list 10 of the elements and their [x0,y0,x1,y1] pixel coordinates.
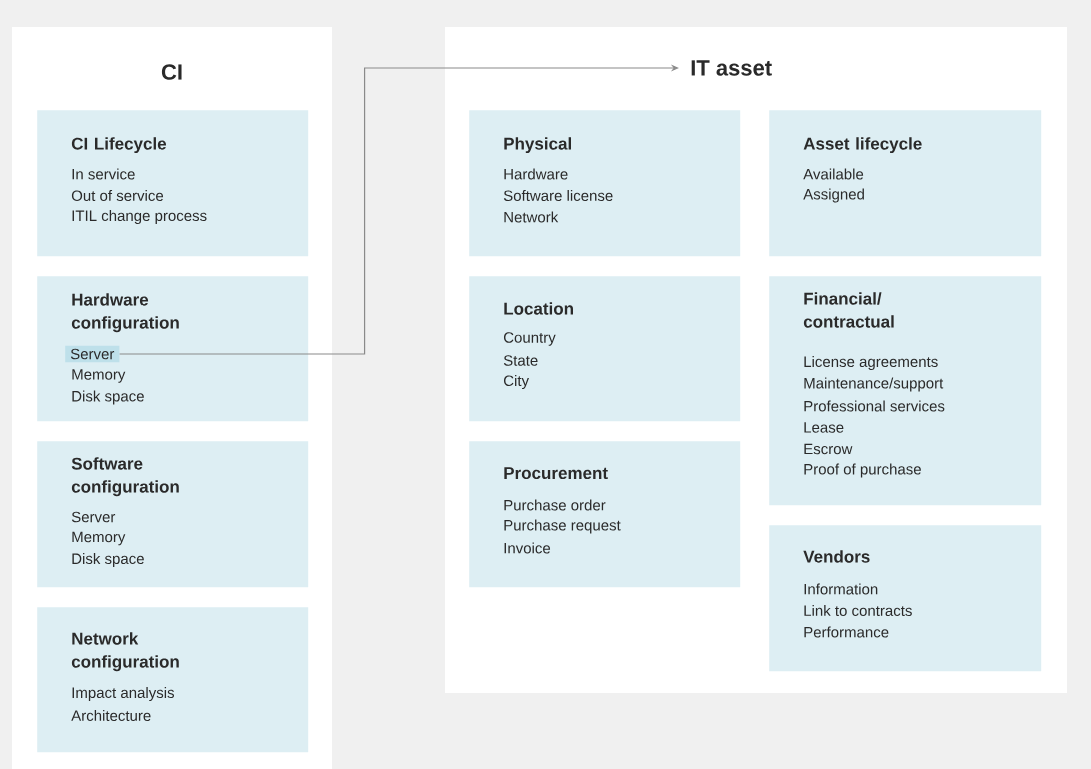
arrow [119,64,679,355]
info-box: Asset lifecycle Available Assigned [769,110,1042,257]
info-box: Physical Hardware Software license Network [469,110,741,257]
info-box: Financial/ contractual License agreements Maintenance/support Professional services Lease Escrow Proof of purchase [769,276,1042,506]
info-box: Vendors Information Link to contracts Performance [769,525,1042,672]
info-box: Software configuration Server Memory Disk space [37,441,309,588]
info-box: Network configuration Impact analysis Architecture [37,607,309,753]
info-box: Location Country State City [469,276,741,422]
info-box: CI Lifecycle In service Out of service ITIL change process [37,110,309,257]
info-box: Procurement Purchase order Purchase request Invoice [469,441,741,588]
